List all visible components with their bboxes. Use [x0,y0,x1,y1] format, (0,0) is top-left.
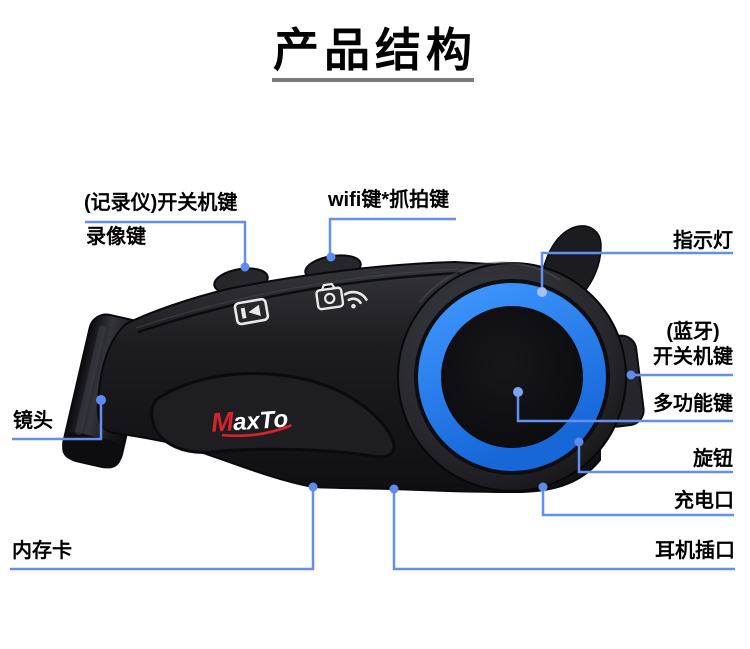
callout-line-recorder-power [85,220,247,264]
callout-line-multifunction [516,394,733,423]
camcorder-icon [233,297,270,326]
logo-text-rest: axTo [232,406,289,437]
callout-line-charging-port [541,489,734,517]
label-charging-port: 充电口 [674,490,734,512]
logo-swoosh [221,424,292,438]
callout-line-earphone-jack [392,491,735,571]
callout-dots [96,252,636,494]
callout-dot-recorder-power [240,262,250,272]
body-seam-line [137,271,461,334]
round-control-unit [397,261,627,492]
callout-line-memory-card [10,489,315,571]
label-indicator: 指示灯 [673,230,733,252]
blue-led-ring [418,283,606,471]
camera-icon [315,282,345,311]
callout-line-lens [12,402,103,441]
callout-dot-charging-port [538,482,548,492]
label-knob: 旋钮 [693,448,733,470]
label-earphone-jack: 耳机插口 [655,540,735,562]
callout-line-knob [577,444,733,474]
callout-dot-bt-power [626,370,636,380]
brand-logo: M axTo [210,406,292,438]
callout-dot-knob [574,437,584,447]
center-button [442,307,582,447]
label-multifunction: 多功能键 [653,393,733,415]
callout-dot-lens [96,395,106,405]
body-seam-highlight [135,268,459,329]
label-bt-power-line1: (蓝牙) [666,321,720,343]
callout-line-wifi-key [328,217,456,254]
title-underline [272,78,474,82]
label-recorder-power: (记录仪)开关机键 [84,192,238,214]
label-wifi-key: wifi键*抓拍键 [328,189,450,211]
callout-dot-earphone-jack [389,484,399,494]
logo-panel [150,372,396,459]
callout-lines [10,217,735,571]
page-title: 产品结构 [273,24,477,76]
callout-line-indicator [540,251,733,289]
label-bt-power: (蓝牙) 开关机键 [653,320,733,370]
callout-dot-memory-card [308,482,318,492]
wifi-icon [343,290,368,309]
label-lens: 镜头 [13,410,53,432]
callout-dot-multifunction [513,387,523,397]
logo-text-m: M [210,406,235,438]
callout-dot-indicator [537,287,547,297]
label-memory-card: 内存卡 [12,540,72,562]
callout-dot-wifi-key [326,252,336,262]
label-bt-power-line2: 开关机键 [653,346,733,368]
label-record-key: 录像键 [86,226,146,248]
